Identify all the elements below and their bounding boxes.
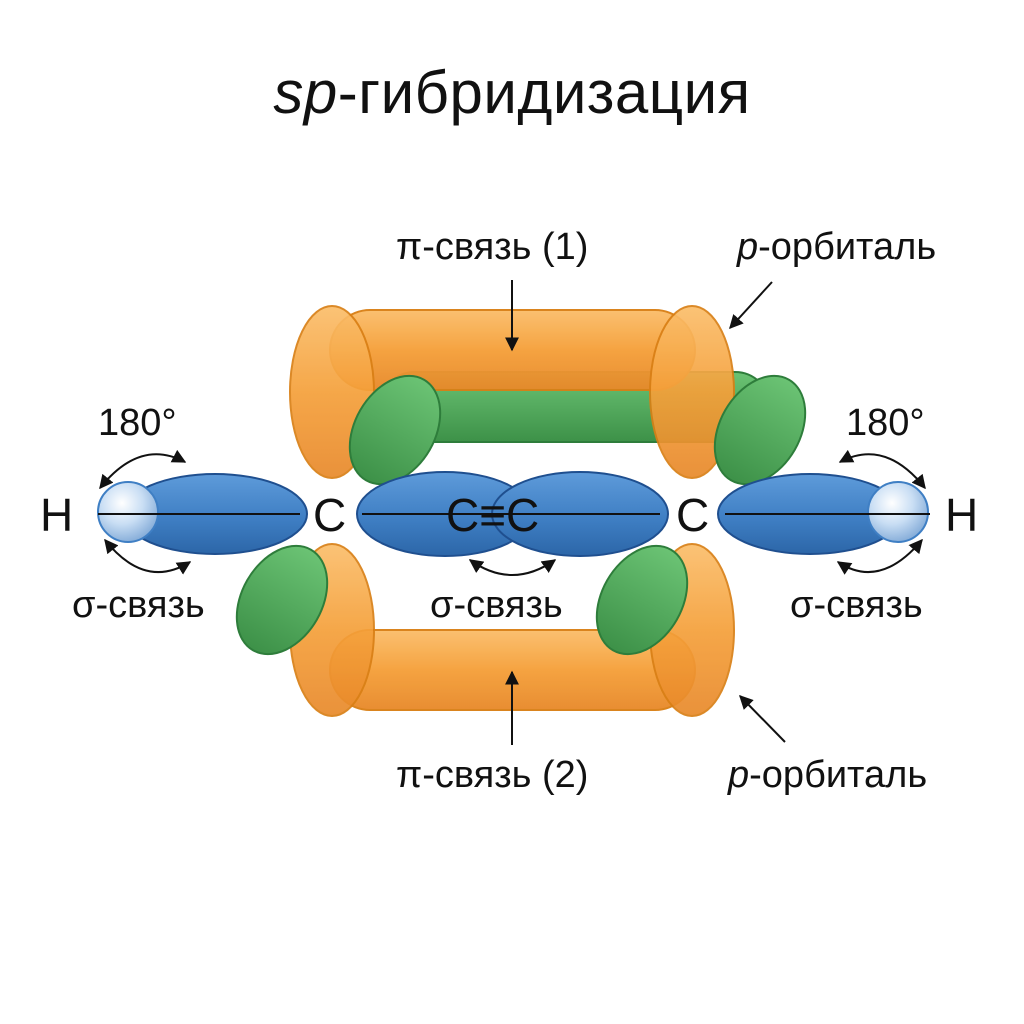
label-p-orbital-bottom-rest: -орбиталь <box>749 754 928 796</box>
label-sigma-left: σ-связь <box>72 584 205 626</box>
atom-c-right: C <box>676 489 710 541</box>
label-angle-right: 180° <box>846 402 925 444</box>
triple-bond-label: C≡C <box>446 489 540 541</box>
p-orbital-bottom-arrow <box>739 694 786 743</box>
label-p-orbital-top: p-орбиталь <box>737 228 936 266</box>
label-pi-bond-1: π-связь (1) <box>396 226 589 268</box>
atom-h-right: H <box>945 489 979 541</box>
green-lobe-right-bottom <box>595 544 689 656</box>
green-lobe-right-top <box>713 374 807 486</box>
angle-arc-left <box>99 449 187 490</box>
p-orbital-top-arrow <box>729 281 773 330</box>
green-lobe-left-top <box>348 374 442 486</box>
hydrogen-sphere-right <box>867 481 929 543</box>
page-title: sp-гибридизация <box>0 58 1024 127</box>
label-p-orbital-top-p: p <box>737 226 759 268</box>
p-orbital-lobe-right-top <box>649 305 735 479</box>
angle-arc-right <box>838 449 926 490</box>
atom-c-left: C <box>313 489 347 541</box>
sigma-arc-right <box>836 538 923 575</box>
label-pi-bond-2: π-связь (2) <box>396 754 589 796</box>
title-sp: sp <box>273 59 338 126</box>
green-lobe-left-bottom <box>235 544 329 656</box>
label-p-orbital-top-rest: -орбиталь <box>758 226 937 268</box>
label-angle-left: 180° <box>98 402 177 444</box>
label-sigma-right: σ-связь <box>790 584 923 626</box>
sigma-arc-center <box>468 559 557 576</box>
label-p-orbital-bottom: p-орбиталь <box>728 756 927 794</box>
atom-h-left: H <box>40 489 74 541</box>
title-hybridization: -гибридизация <box>337 59 751 126</box>
label-sigma-center: σ-связь <box>430 584 563 626</box>
sigma-arc-left <box>104 538 192 575</box>
label-p-orbital-bottom-p: p <box>728 754 750 796</box>
hydrogen-sphere-left <box>97 481 159 543</box>
